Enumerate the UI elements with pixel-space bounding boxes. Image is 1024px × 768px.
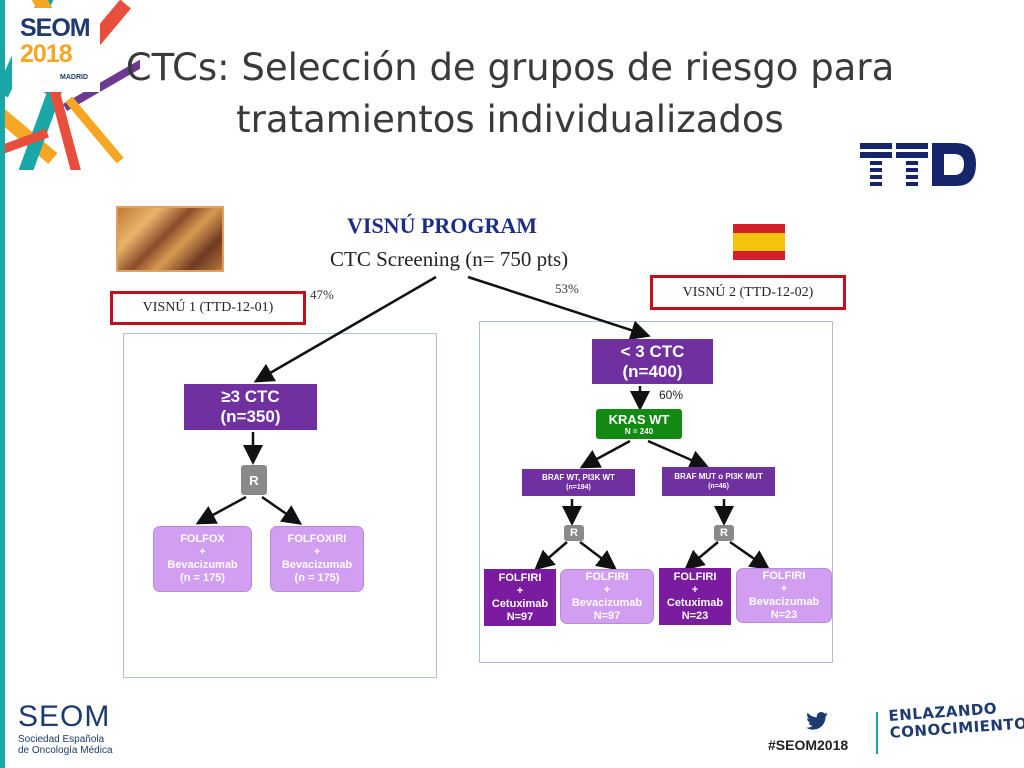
- slide-title: CTCs: Selección de grupos de riesgo para…: [110, 42, 910, 146]
- arm-text: N=23: [681, 609, 709, 622]
- arm-text: Cetuximab: [491, 597, 549, 610]
- visnu-illustration: [116, 206, 224, 272]
- arm-text: FOLFIRI: [762, 569, 806, 582]
- arm-text: Bevacizumab: [167, 559, 238, 571]
- arm-folfox-bev: FOLFOX + Bevacizumab (n = 175): [153, 526, 252, 592]
- seom-footer-logo: SEOM Sociedad Española de Oncología Médi…: [18, 700, 113, 757]
- arm-text: (n = 175): [180, 572, 225, 584]
- braf-wt-count: (n=194): [566, 484, 591, 491]
- kras-wt-box: KRAS WT N = 240: [596, 409, 682, 439]
- group-lt3-ctc-count: (n=400): [622, 361, 683, 381]
- randomization-left: R: [241, 465, 267, 495]
- randomization-braf-mut: R: [714, 525, 734, 541]
- twitter-icon: [806, 712, 828, 730]
- seom-2018-logo: SEOM 2018 MADRID: [14, 10, 98, 90]
- pct-right: 53%: [555, 281, 579, 296]
- arm-folfiri-cetux-23: FOLFIRI + Cetuximab N=23: [659, 568, 731, 625]
- footer-seom-text: SEOM: [18, 700, 111, 733]
- group-ge3-ctc: ≥3 CTC (n=350): [184, 384, 317, 430]
- arm-text: FOLFOX: [180, 533, 225, 545]
- braf-mut-count: (n=46): [708, 483, 729, 490]
- arm-text: +: [603, 583, 611, 596]
- arm-folfiri-bev-97: FOLFIRI + Bevacizumab N=97: [560, 569, 654, 624]
- arm-text: +: [691, 583, 699, 596]
- group-lt3-ctc: < 3 CTC (n=400): [592, 339, 713, 384]
- arm-text: +: [780, 582, 788, 595]
- screening-label: CTC Screening (n= 750 pts): [330, 247, 569, 271]
- ttd-logo: [860, 143, 976, 186]
- program-title: VISNÚ PROGRAM: [347, 213, 538, 238]
- seom-badge-city: MADRID: [60, 74, 88, 81]
- arm-text: N=97: [506, 610, 534, 623]
- hashtag: #SEOM2018: [768, 737, 849, 753]
- arm-text: Bevacizumab: [571, 596, 643, 609]
- arm-text: (n = 175): [294, 572, 340, 584]
- slide-title-line1: CTCs: Selección de grupos de riesgo para: [125, 46, 895, 89]
- kras-wt-label: KRAS WT: [608, 411, 670, 427]
- arm-text: FOLFIRI: [585, 570, 629, 583]
- visnu1-label: VISNÚ 1 (TTD-12-01): [110, 291, 306, 325]
- slide-title-line2: tratamientos individualizados: [236, 98, 784, 141]
- arm-text: N=23: [770, 608, 798, 621]
- group-ge3-ctc-count: (n=350): [220, 407, 281, 426]
- visnu2-label: VISNÚ 2 (TTD-12-02): [650, 275, 846, 310]
- arm-text: +: [199, 546, 206, 558]
- braf-wt-box: BRAF WT, PI3K WT (n=194): [522, 469, 635, 496]
- randomization-braf-wt: R: [564, 525, 584, 541]
- footer-seom-sub2: de Oncología Médica: [18, 745, 113, 756]
- arm-text: Bevacizumab: [748, 595, 820, 608]
- arm-text: +: [313, 546, 321, 558]
- arm-folfiri-cetux-97: FOLFIRI + Cetuximab N=97: [484, 569, 556, 626]
- spain-flag-icon: [733, 224, 785, 260]
- braf-mut-label: BRAF MUT o PI3K MUT: [674, 472, 763, 481]
- arm-folfoxiri-bev: FOLFOXIRI + Bevacizumab (n = 175): [270, 526, 364, 592]
- arm-text: Cetuximab: [666, 596, 724, 609]
- group-lt3-ctc-label: < 3 CTC: [620, 341, 685, 361]
- left-accent-bar: [0, 0, 5, 768]
- group-ge3-ctc-label: ≥3 CTC: [221, 387, 280, 406]
- pct-kras: 60%: [659, 388, 684, 402]
- seom-badge-year: 2018: [20, 40, 73, 68]
- footer-seom-sub1: Sociedad Española: [18, 734, 105, 745]
- arm-text: FOLFIRI: [498, 571, 542, 584]
- kras-wt-count: N = 240: [624, 426, 654, 436]
- footer-separator: [876, 712, 878, 754]
- pct-left: 47%: [310, 287, 334, 302]
- arm-text: +: [516, 584, 524, 597]
- arm-text: Bevacizumab: [281, 559, 353, 571]
- arm-text: N=97: [593, 609, 621, 622]
- braf-mut-box: BRAF MUT o PI3K MUT (n=46): [662, 467, 775, 496]
- arm-folfiri-bev-23: FOLFIRI + Bevacizumab N=23: [736, 568, 832, 623]
- seom-badge-top: SEOM: [20, 14, 91, 42]
- arm-text: FOLFIRI: [673, 570, 717, 583]
- braf-wt-label: BRAF WT, PI3K WT: [542, 473, 615, 482]
- arm-text: FOLFOXIRI: [287, 533, 347, 545]
